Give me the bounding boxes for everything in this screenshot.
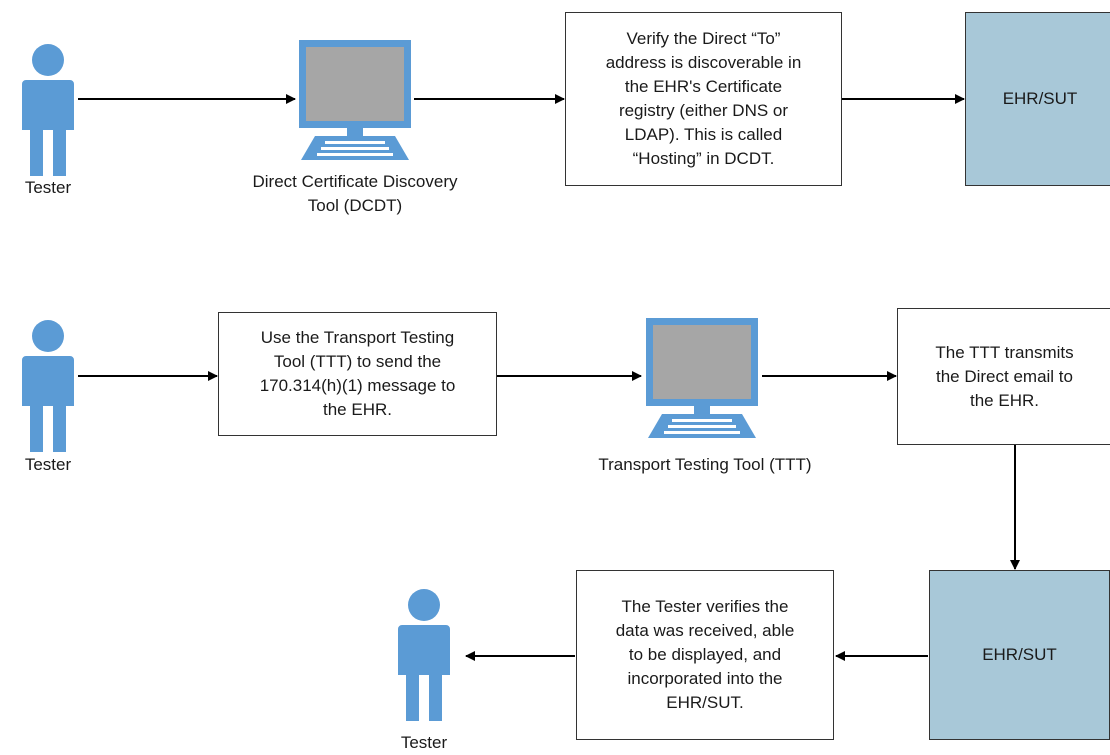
tester-verifies-text: The Tester verifies the data was receive… [616,595,795,715]
use-ttt-line: Tool (TTT) to send the [273,352,442,371]
tester-2-label: Tester [24,455,72,474]
verify-hosting-box: Verify the Direct “To” address is discov… [565,12,842,186]
transmit-line: the EHR. [970,390,1039,410]
tester-2-icon [22,320,74,452]
ehr-sut-label-2: EHR/SUT [982,645,1057,664]
verify-line: Verify the Direct “To” [626,29,781,48]
tester-3-label: Tester [400,733,448,752]
tester-verifies-line: incorporated into the [627,669,783,688]
dcdt-label: Direct Certificate Discovery Tool (DCDT) [215,170,495,218]
use-ttt-text: Use the Transport Testing Tool (TTT) to … [260,326,456,422]
tester-3-icon [398,589,450,721]
ehr-sut-label-1: EHR/SUT [1002,89,1078,108]
dcdt-label-line1: Direct Certificate Discovery [252,172,458,191]
verify-line: registry (either DNS or [618,101,789,120]
ttt-transmits-box: The TTT transmits the Direct email to th… [897,308,1110,445]
ttt-transmits-text: The TTT transmits the Direct email to th… [935,341,1073,413]
verify-hosting-text: Verify the Direct “To” address is discov… [606,27,802,171]
ehr-sut-box-1: EHR/SUT [965,12,1110,186]
dcdt-computer-icon [299,40,411,160]
tester-verifies-line: EHR/SUT. [666,693,744,712]
transmit-line: The TTT transmits [935,342,1074,362]
use-ttt-line: 170.314(h)(1) message to [259,376,456,395]
use-ttt-box: Use the Transport Testing Tool (TTT) to … [218,312,497,436]
tester-verifies-line: data was received, able [615,621,795,640]
ehr-sut-box-2: EHR/SUT [929,570,1110,740]
verify-line: the EHR's Certificate [624,77,783,96]
use-ttt-line: Use the Transport Testing [260,328,455,347]
transmit-line: the Direct email to [935,366,1073,386]
tester-1-label: Tester [24,178,72,197]
tester-verifies-box: The Tester verifies the data was receive… [576,570,834,740]
verify-line: LDAP). This is called [624,125,783,144]
tester-verifies-line: to be displayed, and [628,645,782,664]
verify-line: “Hosting” in DCDT. [632,149,775,168]
tester-1-icon [22,44,74,176]
ttt-computer-icon [646,318,758,438]
tester-verifies-line: The Tester verifies the [621,597,789,616]
use-ttt-line: the EHR. [323,400,392,419]
dcdt-label-line2: Tool (DCDT) [307,196,403,215]
ttt-label: Transport Testing Tool (TTT) [598,455,812,474]
verify-line: address is discoverable in [605,53,802,72]
